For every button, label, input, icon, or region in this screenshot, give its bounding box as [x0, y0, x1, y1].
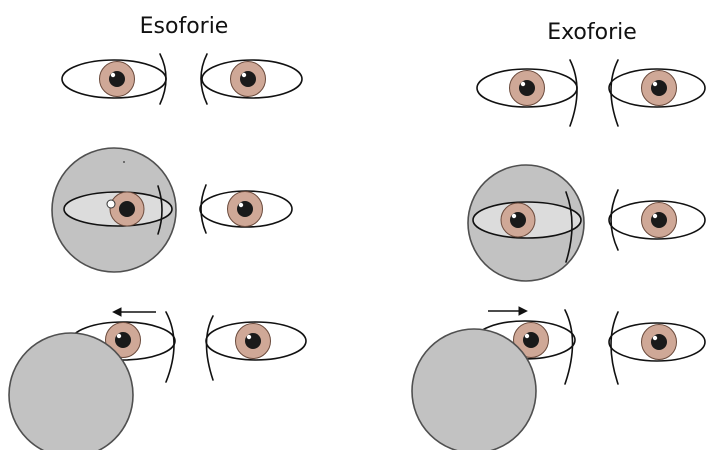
panel-title: Esoforie — [140, 14, 229, 39]
pupil — [519, 80, 535, 96]
pupil — [237, 201, 253, 217]
pupil — [510, 212, 526, 228]
pupil — [651, 334, 667, 350]
pupil-highlight — [247, 335, 251, 339]
eye-row-uncovered — [477, 60, 705, 126]
pupil-highlight — [242, 73, 246, 77]
occluder-removed — [412, 329, 536, 450]
eyelid-line — [160, 54, 166, 104]
pupil-highlight — [525, 334, 529, 338]
eye-row-covered — [52, 148, 292, 272]
occluder-removed — [9, 333, 133, 450]
pupil — [651, 212, 667, 228]
eyelid-line — [611, 60, 618, 126]
eye-row-uncovered — [62, 54, 302, 104]
pupil — [523, 332, 539, 348]
pupil — [119, 201, 135, 217]
eye-row-cover-removed — [412, 310, 705, 450]
pupil — [245, 333, 261, 349]
panel-exoforie: Exoforie — [412, 20, 705, 450]
eye-row-covered — [468, 165, 705, 281]
right-eye — [477, 60, 577, 126]
covered-eye — [52, 148, 176, 272]
pupil — [651, 80, 667, 96]
pupil-highlight — [117, 334, 121, 338]
pupil-highlight — [239, 203, 243, 207]
fixating-eye — [206, 316, 306, 380]
fixating-eye — [609, 312, 705, 384]
pupil-highlight — [653, 336, 657, 340]
pupil — [240, 71, 256, 87]
reflex-dot — [107, 200, 115, 208]
left-eye — [201, 54, 302, 104]
pupil-highlight — [653, 82, 657, 86]
pupil-highlight — [521, 82, 525, 86]
panel-title: Exoforie — [547, 20, 637, 45]
covered-eye — [468, 165, 584, 281]
right-eye — [62, 54, 166, 104]
pupil — [115, 332, 131, 348]
pupil-highlight — [512, 214, 516, 218]
panel-esoforie: Esoforie — [9, 14, 306, 450]
eyelid-line — [611, 190, 618, 250]
pupil-highlight — [653, 214, 657, 218]
pupil-highlight — [111, 73, 115, 77]
eye-row-cover-removed — [9, 312, 306, 450]
pupil — [109, 71, 125, 87]
fixating-eye — [200, 185, 292, 233]
eyelid-line — [201, 185, 206, 233]
left-eye — [609, 60, 705, 126]
fixating-eye — [609, 190, 705, 250]
